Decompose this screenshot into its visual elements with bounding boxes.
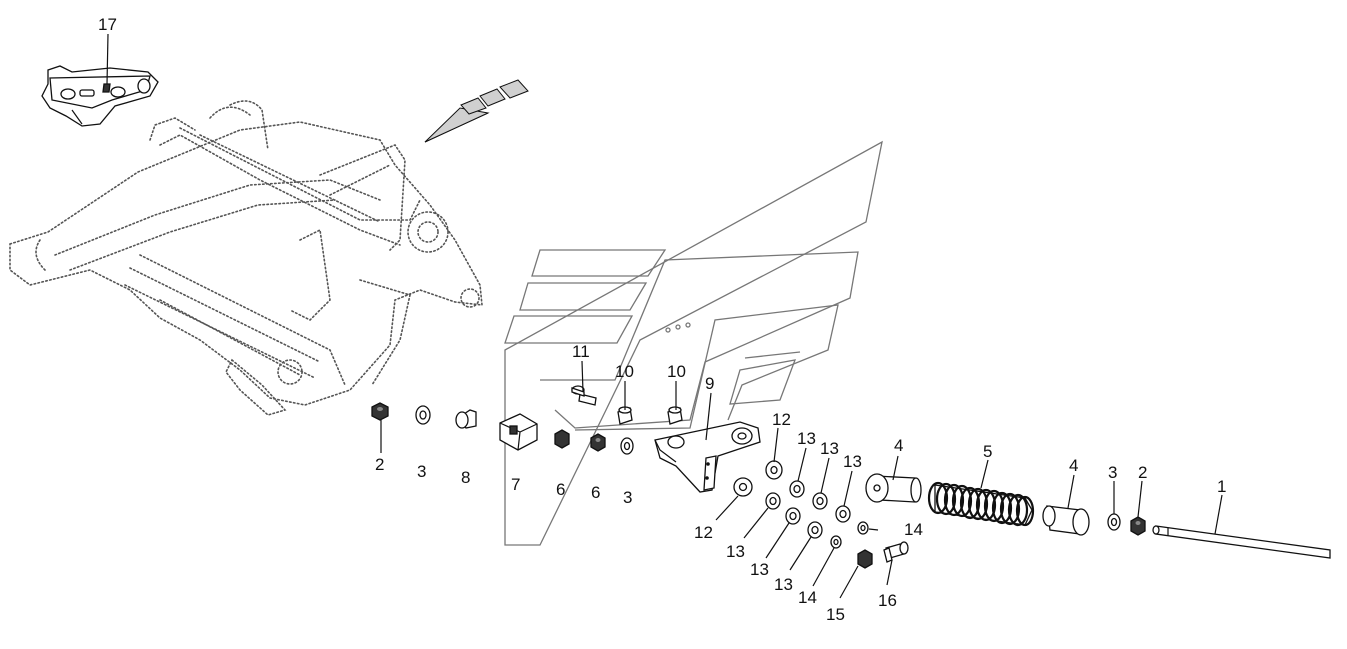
label-1: 1 bbox=[1217, 477, 1226, 496]
label-13-c: 13 bbox=[843, 452, 862, 471]
nut-2-left bbox=[371, 402, 389, 421]
bushing-8 bbox=[455, 409, 477, 429]
nut-6-a bbox=[554, 429, 570, 449]
block-7 bbox=[499, 413, 538, 451]
nut-15 bbox=[857, 549, 873, 569]
label-11: 11 bbox=[572, 342, 590, 361]
label-6-a: 6 bbox=[556, 480, 565, 499]
label-10-a: 10 bbox=[615, 362, 634, 381]
label-3-right: 3 bbox=[1108, 463, 1117, 482]
lever-9 bbox=[654, 421, 761, 493]
label-7: 7 bbox=[511, 475, 520, 494]
washers-14 bbox=[830, 521, 869, 549]
label-10-b: 10 bbox=[667, 362, 686, 381]
label-3-left: 3 bbox=[417, 462, 426, 481]
label-13-b: 13 bbox=[820, 439, 839, 458]
shaft-1 bbox=[1152, 525, 1331, 559]
label-3-mid: 3 bbox=[623, 488, 632, 507]
spacer-10-a bbox=[617, 406, 633, 425]
bracket-part bbox=[41, 65, 159, 127]
label-14-a: 14 bbox=[904, 520, 923, 539]
spacer-10-b bbox=[667, 406, 683, 425]
label-15: 15 bbox=[826, 605, 845, 624]
washer-3-left bbox=[415, 405, 431, 425]
label-12-a: 12 bbox=[772, 410, 791, 429]
label-13-d: 13 bbox=[726, 542, 745, 561]
washer-12-b bbox=[733, 477, 753, 497]
bolt-16 bbox=[883, 541, 909, 563]
washer-12-a bbox=[765, 460, 783, 480]
label-13-a: 13 bbox=[797, 429, 816, 448]
label-12-b: 12 bbox=[694, 523, 713, 542]
label-2-left: 2 bbox=[375, 455, 384, 474]
label-8: 8 bbox=[461, 468, 470, 487]
bushing-4-left bbox=[865, 473, 922, 503]
label-16: 16 bbox=[878, 591, 897, 610]
label-6-b: 6 bbox=[591, 483, 600, 502]
spring-5 bbox=[927, 481, 1035, 527]
bolt-11 bbox=[571, 385, 597, 406]
label-13-e: 13 bbox=[750, 560, 769, 579]
bushing-4-right bbox=[1042, 505, 1090, 536]
washer-3-mid bbox=[620, 437, 634, 455]
watermark-logo bbox=[504, 140, 883, 546]
nut-6-b bbox=[590, 433, 606, 452]
label-4-left: 4 bbox=[894, 436, 903, 455]
label-9: 9 bbox=[705, 374, 714, 393]
leader-lines bbox=[106, 33, 1223, 599]
label-4-right: 4 bbox=[1069, 456, 1078, 475]
washer-3-right bbox=[1107, 513, 1121, 531]
direction-arrow bbox=[424, 79, 529, 143]
label-2-right: 2 bbox=[1138, 463, 1147, 482]
label-13-f: 13 bbox=[774, 575, 793, 594]
label-5: 5 bbox=[983, 442, 992, 461]
washers-13 bbox=[765, 480, 851, 539]
label-14-b: 14 bbox=[798, 588, 817, 607]
nut-2-right bbox=[1130, 516, 1146, 536]
part-labels: 17 2 3 8 7 6 6 3 11 10 10 9 12 12 13 13 … bbox=[98, 15, 1226, 624]
label-17: 17 bbox=[98, 15, 117, 34]
frame-assembly bbox=[9, 100, 483, 416]
